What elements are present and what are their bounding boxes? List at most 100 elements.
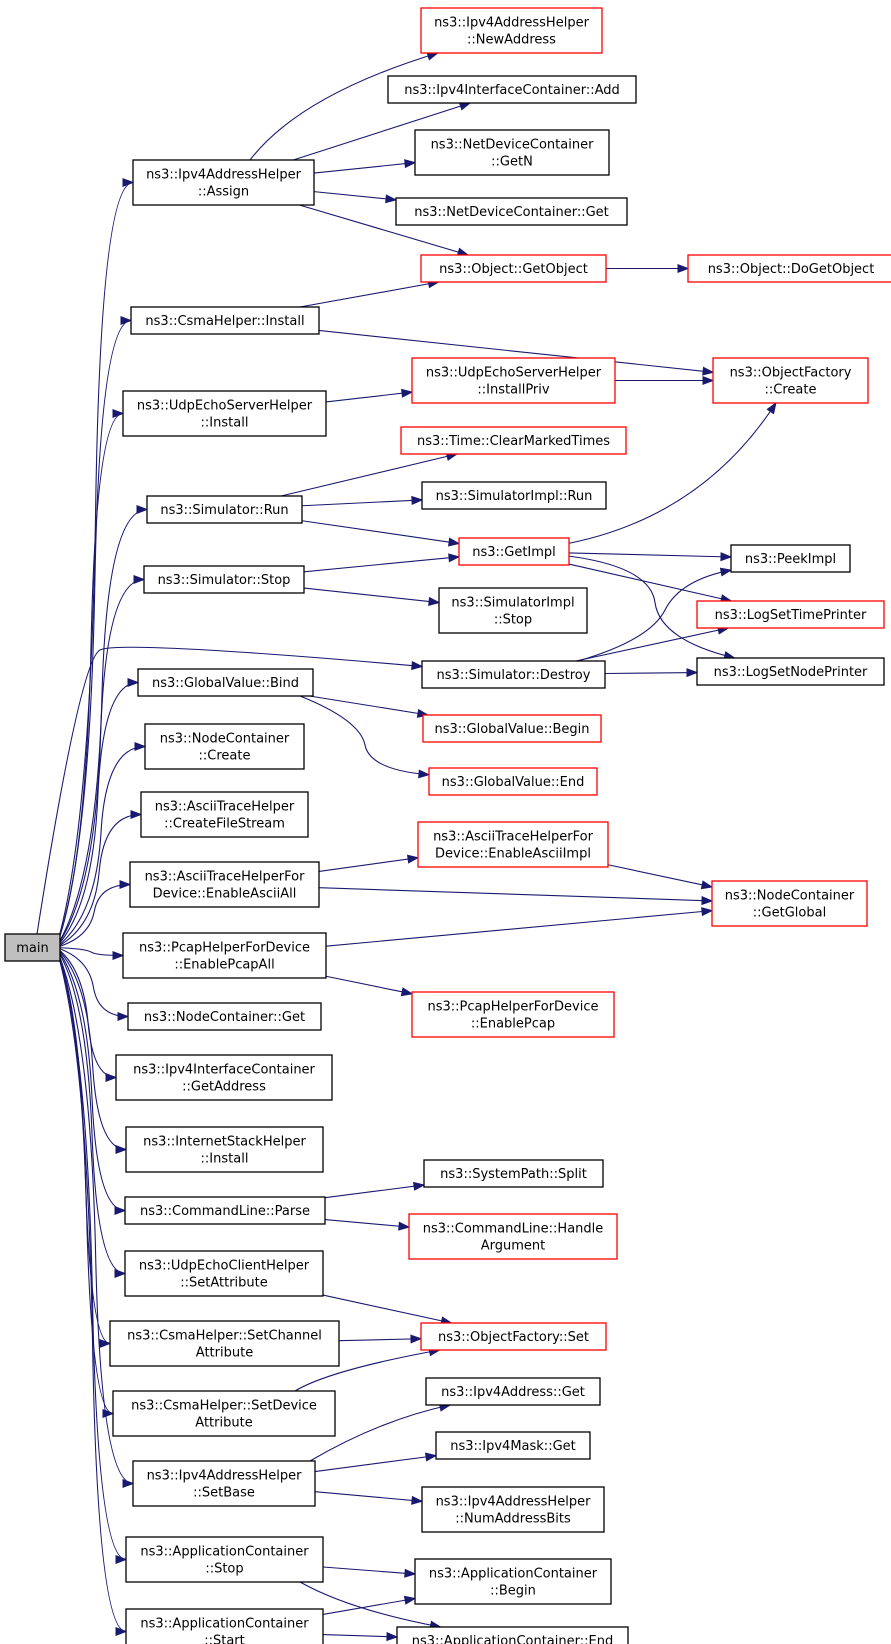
edge-main-to-cmdline_parse	[55, 947, 127, 1216]
node-internetstack-install[interactable]: ns3::InternetStackHelper::Install	[125, 1126, 324, 1173]
node-nodecont-get[interactable]: ns3::NodeContainer::Get	[127, 1002, 322, 1031]
edge-main-to-pcap_enablepcapall	[55, 946, 125, 961]
edge-line	[309, 1404, 451, 1462]
node-systempath-split[interactable]: ns3::SystemPath::Split	[423, 1159, 604, 1188]
node-ipv4address-get[interactable]: ns3::Ipv4Address::Get	[425, 1377, 601, 1406]
node-globalvalue-begin[interactable]: ns3::GlobalValue::Begin	[422, 714, 602, 743]
node-ipv4addrhelper-numaddressbits[interactable]: ns3::Ipv4AddressHelper::NumAddressBits	[421, 1486, 605, 1533]
node-label: ::SetAttribute	[180, 1276, 268, 1291]
node-label: ::GetN	[491, 155, 533, 170]
node-box	[421, 660, 606, 689]
node-box	[124, 1196, 326, 1225]
edge-line	[299, 281, 439, 308]
node-logsettimeprinter[interactable]: ns3::LogSetTimePrinter	[696, 600, 885, 629]
node-label: ::Stop	[494, 613, 532, 628]
edge-line	[318, 857, 419, 872]
node-label: Argument	[481, 1239, 546, 1254]
node-ipv4ifcont-getaddress[interactable]: ns3::Ipv4InterfaceContainer::GetAddress	[115, 1054, 333, 1101]
node-asciitrace-createfilestream[interactable]: ns3::AsciiTraceHelper::CreateFileStream	[140, 791, 309, 838]
edge-main-to-udpechoclient_setattribute	[55, 947, 127, 1279]
node-objfactory-set[interactable]: ns3::ObjectFactory::Set	[420, 1322, 607, 1351]
node-csmahelper-install[interactable]: ns3::CsmaHelper::Install	[130, 306, 320, 335]
edge-simulator_destroy-to-logsettimeprinter	[575, 625, 730, 662]
arrowhead-icon	[134, 741, 147, 752]
edge-line	[55, 508, 148, 948]
arrowhead-icon	[122, 177, 135, 188]
node-udpechoserver-installpriv[interactable]: ns3::UdpEchoServerHelper::InstallPriv	[411, 357, 616, 404]
node-label: ns3::UdpEchoClientHelper	[139, 1259, 310, 1274]
node-pcap-enablepcap[interactable]: ns3::PcapHelperForDevice::EnablePcap	[411, 991, 615, 1038]
node-netdevcont-getn[interactable]: ns3::NetDeviceContainer::GetN	[414, 129, 610, 176]
edge-udpechoclient_setattribute-to-objfactory_set	[322, 1294, 453, 1326]
node-label: ::EnablePcap	[471, 1017, 555, 1032]
node-box	[125, 1608, 324, 1644]
node-udpechoclient-setattribute[interactable]: ns3::UdpEchoClientHelper::SetAttribute	[124, 1250, 324, 1297]
node-object-getobject[interactable]: ns3::Object::GetObject	[420, 254, 607, 283]
node-appcont-start[interactable]: ns3::ApplicationContainer::Start	[125, 1608, 324, 1644]
edge-line	[559, 402, 777, 546]
node-box	[140, 791, 309, 838]
node-getimpl[interactable]: ns3::GetImpl	[458, 537, 570, 566]
node-asciitrace-enableasciiall[interactable]: ns3::AsciiTraceHelperForDevice::EnableAs…	[129, 861, 320, 908]
node-simimpl-run[interactable]: ns3::SimulatorImpl::Run	[421, 481, 607, 510]
node-logsetnodeprinter[interactable]: ns3::LogSetNodePrinter	[696, 657, 885, 686]
arrowhead-icon	[400, 987, 414, 997]
node-object-dogetobject[interactable]: ns3::Object::DoGetObject	[687, 254, 891, 283]
edge-asciitrace_enableasciiall-to-nodecont_getglobal	[318, 887, 714, 906]
node-box	[387, 75, 637, 104]
node-box	[414, 1558, 612, 1605]
node-simulator-destroy[interactable]: ns3::Simulator::Destroy	[421, 660, 606, 689]
arrowhead-icon	[112, 408, 125, 419]
node-globalvalue-bind[interactable]: ns3::GlobalValue::Bind	[137, 668, 314, 697]
node-appcont-end[interactable]: ns3::ApplicationContainer::End	[396, 1626, 629, 1644]
node-globalvalue-end[interactable]: ns3::GlobalValue::End	[428, 767, 598, 796]
node-objfactory-create[interactable]: ns3::ObjectFactory::Create	[712, 357, 869, 404]
node-nodecont-getglobal[interactable]: ns3::NodeContainer::GetGlobal	[711, 880, 868, 927]
node-label: ::NewAddress	[467, 33, 556, 48]
node-ipv4mask-get[interactable]: ns3::Ipv4Mask::Get	[435, 1431, 591, 1460]
node-udpechoserver-install[interactable]: ns3::UdpEchoServerHelper::Install	[122, 390, 327, 437]
node-label: ns3::Ipv4InterfaceContainer	[133, 1063, 315, 1078]
edge-ipv4addrhelper_setbase-to-ipv4addrhelper_numaddressbits	[314, 1491, 424, 1505]
node-appcont-begin[interactable]: ns3::ApplicationContainer::Begin	[414, 1558, 612, 1605]
node-simulator-stop[interactable]: ns3::Simulator::Stop	[143, 565, 305, 594]
node-ipv4ifcont-add[interactable]: ns3::Ipv4InterfaceContainer::Add	[387, 75, 637, 104]
node-asciitrace-enableasciiimpl[interactable]: ns3::AsciiTraceHelperForDevice::EnableAs…	[417, 821, 609, 868]
edge-line	[325, 391, 413, 403]
node-appcont-stop[interactable]: ns3::ApplicationContainer::Stop	[125, 1536, 324, 1583]
node-box	[143, 565, 305, 594]
node-label: ns3::PeekImpl	[745, 552, 836, 567]
edge-main-to-csmahelper_install	[55, 315, 133, 948]
edge-simulator_destroy-to-peekimpl	[577, 567, 733, 662]
node-peekimpl[interactable]: ns3::PeekImpl	[730, 544, 851, 573]
arrowhead-icon	[398, 1221, 411, 1231]
node-netdevcont-get[interactable]: ns3::NetDeviceContainer::Get	[395, 197, 628, 226]
edge-line	[55, 947, 127, 1561]
node-ipv4addrhelper-newaddress[interactable]: ns3::Ipv4AddressHelper::NewAddress	[420, 7, 603, 54]
node-ipv4addrhelper-assign[interactable]: ns3::Ipv4AddressHelper::Assign	[132, 159, 315, 206]
edge-line	[55, 745, 146, 948]
edge-line	[299, 204, 469, 256]
node-label: Attribute	[196, 1346, 253, 1361]
edge-main-to-appcont_stop	[55, 947, 128, 1565]
node-nodecont-create[interactable]: ns3::NodeContainer::Create	[144, 723, 305, 770]
edge-main-to-nodecont_get	[55, 946, 130, 1022]
node-box	[112, 1390, 336, 1437]
node-box	[122, 390, 327, 437]
node-pcap-enablepcapall[interactable]: ns3::PcapHelperForDevice::EnablePcapAll	[122, 932, 327, 979]
node-cmdline-parse[interactable]: ns3::CommandLine::Parse	[124, 1196, 326, 1225]
edge-line	[55, 813, 142, 948]
node-box	[421, 481, 607, 510]
arrowhead-icon	[114, 1205, 127, 1216]
node-label: ::Assign	[198, 185, 249, 200]
node-label: ::SetBase	[193, 1486, 255, 1501]
node-time-clearmarked[interactable]: ns3::Time::ClearMarkedTimes	[400, 426, 627, 455]
node-simulator-run[interactable]: ns3::Simulator::Run	[146, 495, 303, 524]
node-simimpl-stop[interactable]: ns3::SimulatorImpl::Stop	[438, 587, 588, 634]
node-ipv4addrhelper-setbase[interactable]: ns3::Ipv4AddressHelper::SetBase	[132, 1460, 316, 1507]
arrowhead-icon	[448, 537, 461, 547]
